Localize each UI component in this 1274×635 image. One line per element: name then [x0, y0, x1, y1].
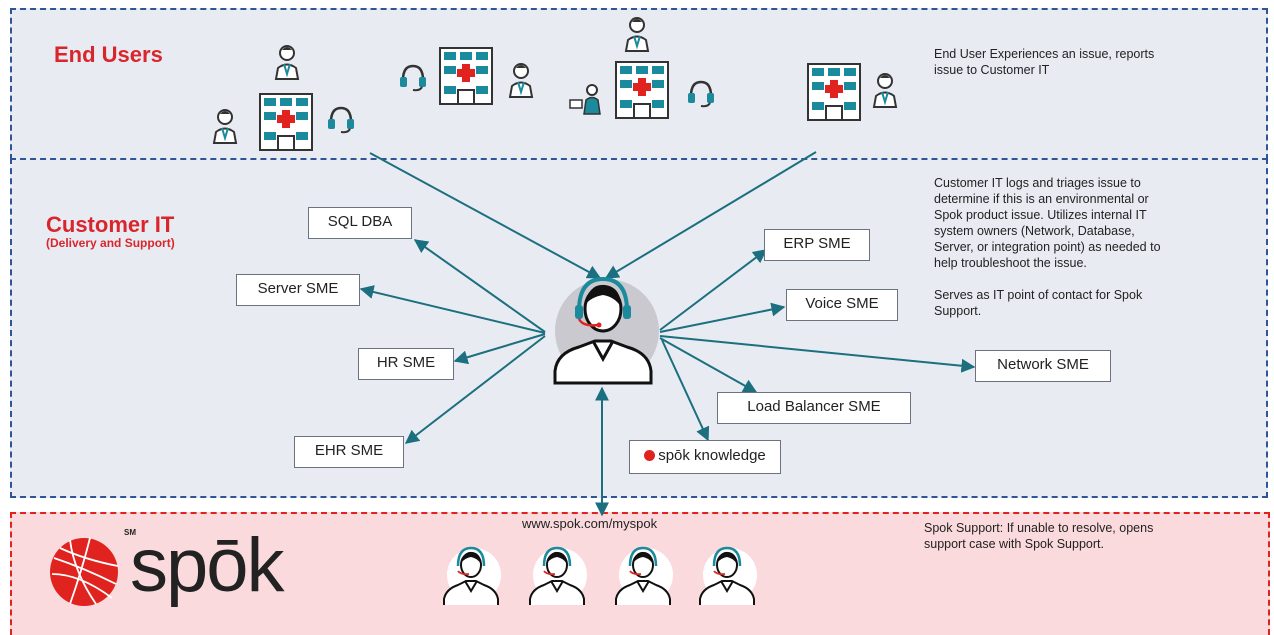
customer-it-subtitle: (Delivery and Support) [46, 236, 175, 250]
clinician-icon [872, 73, 898, 108]
end-users-title: End Users [54, 42, 163, 67]
network-sme-box: Network SME [975, 350, 1111, 382]
customer-it-title: Customer IT [46, 212, 175, 237]
myspok-url: www.spok.com/myspok [522, 516, 658, 531]
spok-logo-mark: SM [124, 528, 136, 537]
support-agent-icon [529, 546, 587, 605]
voice-sme-box: Voice SME [786, 289, 898, 321]
clinician-icon [212, 109, 238, 144]
arrow-spok-knowledge [661, 339, 710, 442]
spok-logo-text: spōk [130, 523, 285, 608]
customer-it-description: Customer IT logs and triages issue to de… [934, 176, 1161, 318]
hospital-icon [439, 47, 493, 105]
arrow-voice-sme [659, 302, 786, 333]
ehr-sme-box: EHR SME [294, 436, 404, 468]
spok-logo-icon [50, 537, 119, 606]
hospital-icon [807, 63, 861, 121]
sql-dba-box: SQL DBA [308, 207, 412, 239]
erp-sme-box: ERP SME [764, 229, 870, 261]
clinician-icon [508, 63, 534, 98]
end-users-description: End User Experiences an issue, reports i… [934, 47, 1155, 77]
clinician-icon [624, 17, 650, 52]
arrow-end-users-left [369, 152, 602, 279]
arrow-hr-sme [453, 333, 546, 365]
arrow-erp-sme [659, 249, 768, 331]
headset-icon [688, 80, 714, 108]
hospital-icon [259, 93, 313, 151]
arrow-load-balancer-sme [659, 337, 758, 393]
arrow-end-users-right [604, 151, 817, 279]
arrow-ehr-sme [404, 335, 546, 444]
headset-icon [328, 106, 354, 134]
support-agent-icon [615, 546, 673, 605]
arrow-server-sme [359, 285, 546, 334]
spok-support-description: Spok Support: If unable to resolve, open… [924, 521, 1154, 551]
support-agent-icon [553, 276, 659, 385]
hr-sme-box: HR SME [358, 348, 454, 380]
headset-icon [400, 64, 426, 92]
load-balancer-sme-box: Load Balancer SME [717, 392, 911, 424]
support-agent-icon [699, 546, 757, 605]
spok-knowledge-dot-icon [644, 450, 656, 461]
support-agent-icon [443, 546, 501, 605]
arrow-network-sme [659, 335, 976, 373]
server-sme-box: Server SME [236, 274, 360, 306]
hospital-icon [615, 61, 669, 119]
spok-knowledge-box: spōk knowledge [629, 440, 781, 474]
spok-knowledge-label: spōk knowledge [658, 447, 766, 464]
nurse-device-icon [569, 84, 601, 115]
arrow-sql-dba [413, 239, 546, 333]
clinician-icon [274, 45, 300, 80]
